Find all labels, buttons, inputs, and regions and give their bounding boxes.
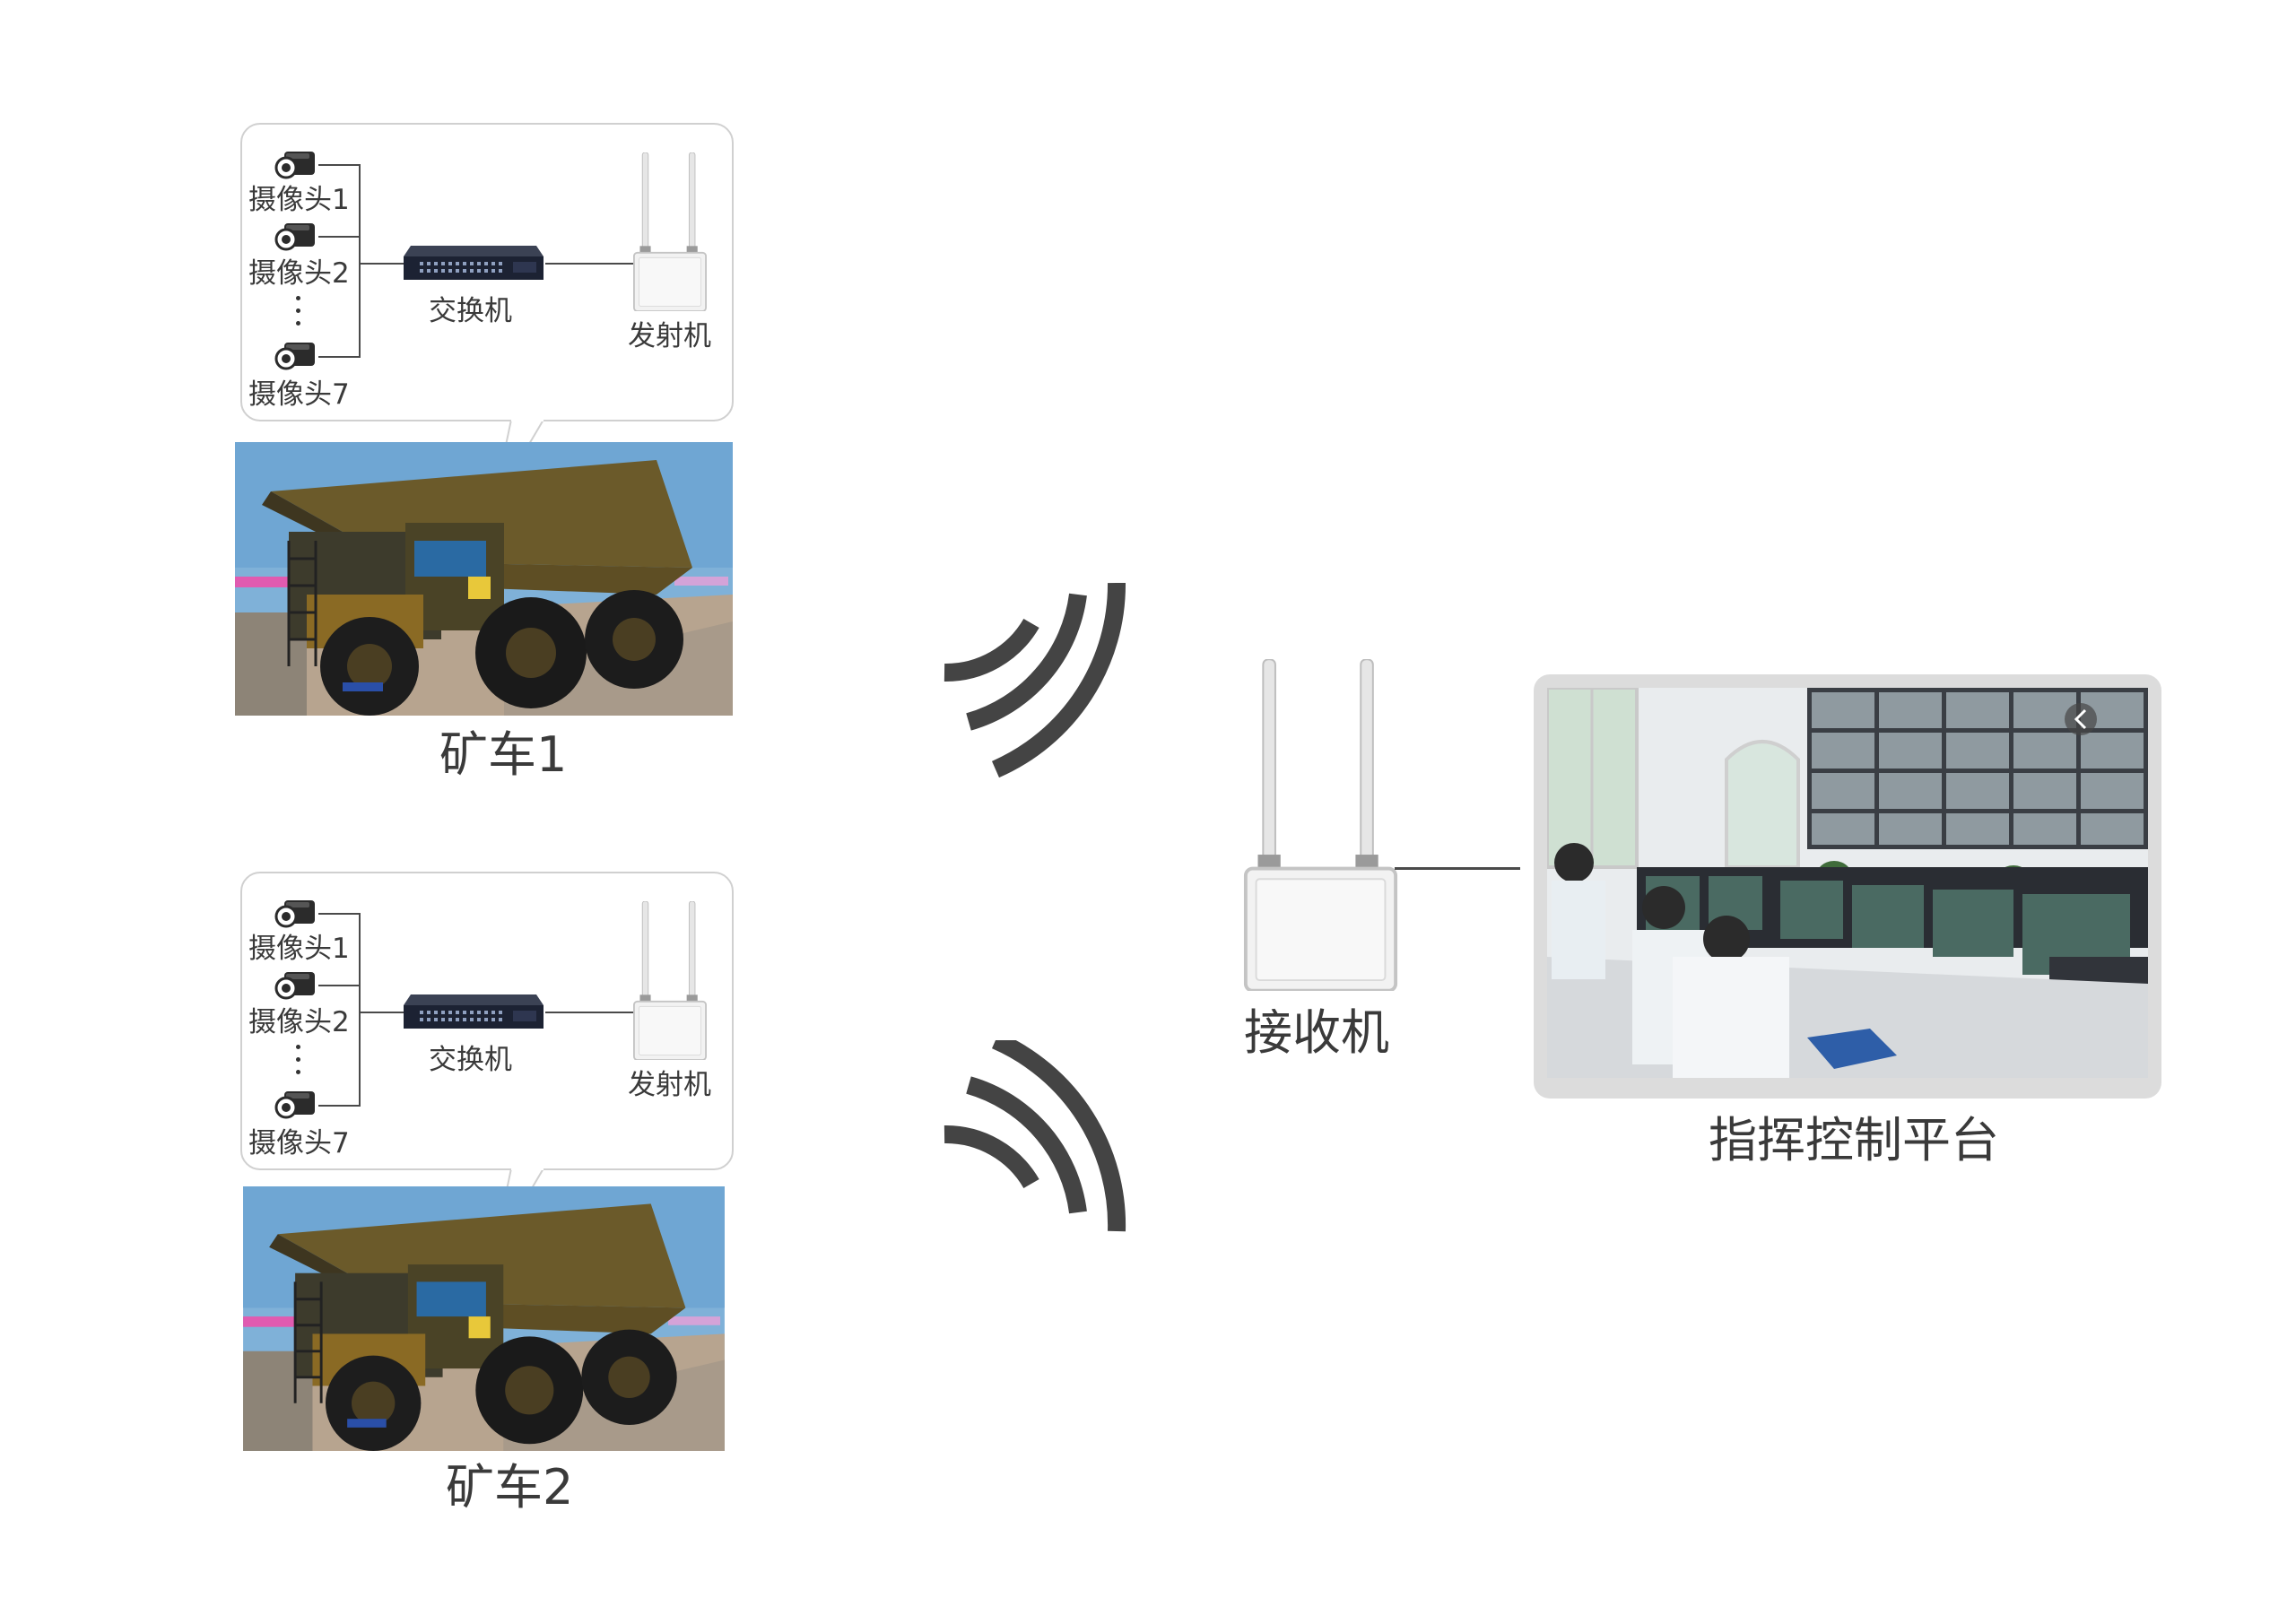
camera-1-label: 摄像头1	[248, 933, 350, 965]
mining-truck-photo	[235, 442, 733, 716]
connector-line	[545, 263, 635, 265]
switch-icon	[402, 242, 545, 283]
ellipsis-dots	[296, 1045, 301, 1074]
truck-1-title: 矿车1	[439, 726, 568, 783]
control-room-photo	[1547, 688, 2148, 1078]
connector-line	[318, 985, 360, 986]
camera-7-label: 摄像头7	[248, 378, 350, 411]
connector-line	[1395, 867, 1520, 870]
truck-2-title: 矿车2	[446, 1459, 574, 1515]
connector-line	[359, 263, 404, 265]
connector-line	[318, 356, 360, 358]
transmitter-label: 发射机	[628, 320, 711, 352]
switch-label: 交换机	[429, 295, 512, 327]
connector-line	[318, 913, 360, 915]
connector-line	[318, 236, 360, 238]
connector-line	[359, 1012, 404, 1013]
transmitter-label: 发射机	[628, 1069, 711, 1101]
connector-line	[318, 164, 360, 166]
camera-icon	[274, 339, 318, 375]
camera-7-label: 摄像头7	[248, 1127, 350, 1159]
switch-icon	[402, 991, 545, 1032]
receiver-icon	[1242, 659, 1399, 991]
camera-icon	[274, 1088, 318, 1124]
camera-icon	[274, 220, 318, 256]
wireless-signal-icon	[944, 1040, 1126, 1232]
transmitter-icon	[632, 901, 708, 1060]
connector-line	[545, 1012, 635, 1013]
camera-2-label: 摄像头2	[248, 257, 350, 290]
receiver-label: 接收机	[1244, 1004, 1389, 1061]
camera-1-label: 摄像头1	[248, 184, 350, 216]
connector-line	[359, 164, 361, 358]
camera-icon	[274, 968, 318, 1004]
camera-icon	[274, 148, 318, 184]
platform-label: 指挥控制平台	[1709, 1112, 1999, 1168]
transmitter-icon	[632, 152, 708, 311]
wireless-signal-icon	[944, 583, 1126, 778]
connector-line	[318, 1105, 360, 1107]
camera-icon	[274, 897, 318, 933]
camera-2-label: 摄像头2	[248, 1006, 350, 1038]
connector-line	[359, 913, 361, 1107]
switch-label: 交换机	[429, 1044, 512, 1076]
mining-truck-photo	[235, 1186, 733, 1451]
ellipsis-dots	[296, 296, 301, 326]
